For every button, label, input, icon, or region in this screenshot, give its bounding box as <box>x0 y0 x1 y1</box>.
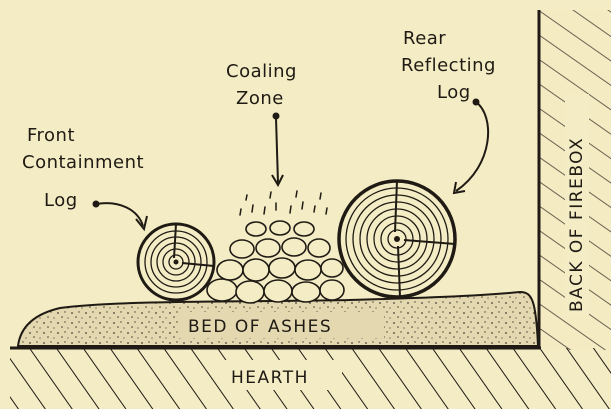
coaling-pointer-dot <box>274 114 279 119</box>
rear-reflecting-log <box>339 181 455 297</box>
rear-log-leader <box>456 102 488 191</box>
rear-log-label-line1: Rear <box>403 28 446 49</box>
front-log-label-line2: Containment <box>22 152 144 173</box>
back-of-firebox-group: BACK OF FIREBOX <box>565 94 589 316</box>
front-log-label-line1: Front <box>27 125 75 146</box>
coal-embers <box>207 221 344 303</box>
rear-log-label-line2: Reflecting <box>401 55 496 76</box>
hearth-label: HEARTH <box>231 368 309 388</box>
back-of-firebox-label: BACK OF FIREBOX <box>567 137 587 312</box>
coaling-leader <box>276 118 278 183</box>
rear-log-label-line3: Log <box>437 82 471 103</box>
front-log-leader <box>96 203 143 226</box>
bed-of-ashes-label: BED OF ASHES <box>188 317 332 337</box>
front-log-label-line3: Log <box>44 190 78 211</box>
front-containment-log <box>138 224 214 300</box>
heat-specks <box>240 191 327 215</box>
coaling-zone-label-line1: Coaling <box>226 61 297 82</box>
coaling-zone-label-line2: Zone <box>236 88 284 109</box>
